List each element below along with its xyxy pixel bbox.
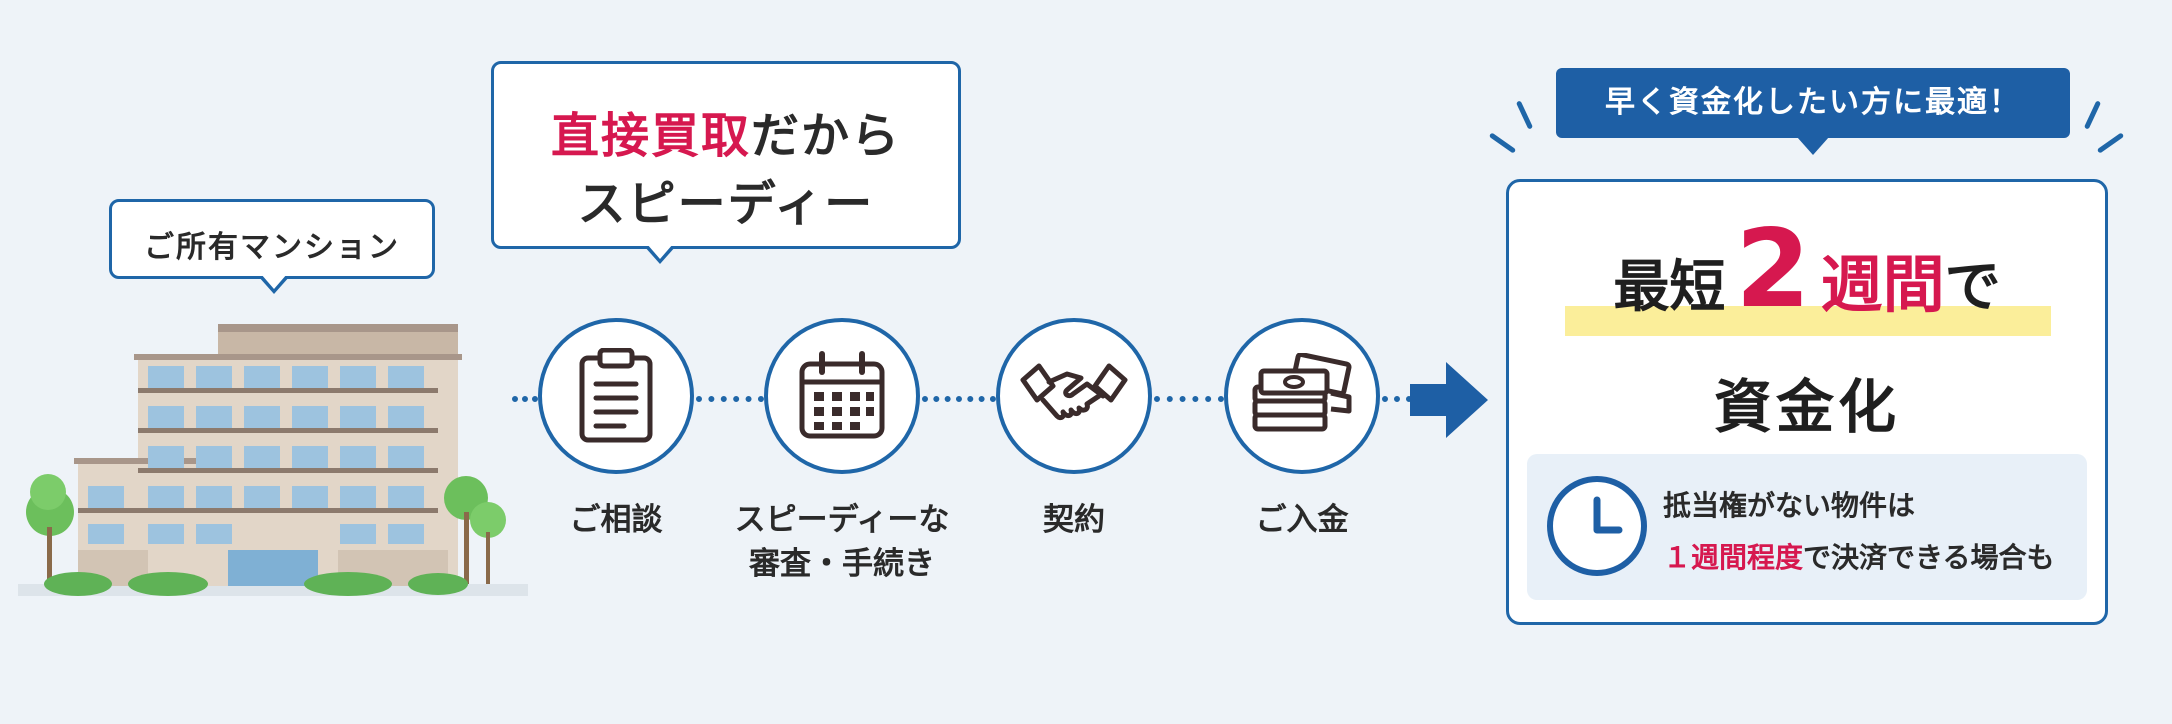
clipboard-icon — [579, 348, 653, 443]
clock-icon — [1545, 474, 1649, 582]
badge-pointer — [1797, 137, 1829, 155]
step-payment-label: ご入金 — [1182, 498, 1422, 542]
flow-dotted-line — [696, 396, 764, 402]
headline-unit: 週間 — [1820, 248, 1945, 321]
step-label-line: ご相談 — [569, 502, 663, 538]
step-consultation-label: ご相談 — [496, 498, 736, 542]
result-panel: 最短 2 週間 で 資金化 抵当権がない物件は １週間程度で決済できる場合も — [1506, 179, 2108, 625]
direct-purchase-rest: だから — [751, 108, 902, 164]
step-consultation — [538, 318, 694, 474]
step-screening-label: スピーディーな 審査・手続き — [722, 498, 962, 586]
right-arrow-icon — [1410, 362, 1488, 442]
best-for-quick-cash-badge: 早く資金化したい方に最適！ — [1556, 68, 2070, 138]
speedy-line: スピーディー — [577, 176, 875, 232]
flow-dotted-line — [512, 396, 538, 402]
step-label-line: 審査・手続き — [749, 546, 935, 582]
shortest-two-weeks-headline: 最短 2 週間 で — [1509, 207, 2105, 336]
apartment-building-illustration — [18, 322, 528, 604]
sparkle-mark — [1488, 132, 1517, 154]
headline-prefix: 最短 — [1613, 255, 1726, 320]
money-icon — [1252, 353, 1352, 432]
owned-mansion-label: ご所有マンション — [144, 230, 400, 265]
flow-dotted-line — [922, 396, 996, 402]
cash-conversion-label: 資金化 — [1713, 373, 1900, 441]
note-line1: 抵当権がない物件は — [1663, 489, 1916, 522]
handshake-icon — [1020, 363, 1128, 421]
flow-dotted-line — [1154, 396, 1224, 402]
calendar-icon — [799, 351, 885, 439]
step-label-line: ご入金 — [1255, 502, 1349, 538]
step-label-line: スピーディーな — [734, 502, 950, 538]
step-label-line: 契約 — [1043, 502, 1105, 538]
step-contract — [996, 318, 1152, 474]
direct-purchase-highlight: 直接買取 — [550, 108, 751, 164]
sparkle-mark — [2096, 132, 2125, 154]
note-rest: で決済できる場合も — [1803, 541, 2055, 574]
step-contract-label: 契約 — [954, 498, 1194, 542]
flow-dotted-line — [1382, 396, 1412, 402]
note-line2: １週間程度で決済できる場合も — [1663, 536, 2054, 576]
step-screening — [764, 318, 920, 474]
sparkle-mark — [2083, 100, 2102, 130]
direct-purchase-bubble: 直接買取だから スピーディー — [491, 61, 961, 264]
owned-mansion-bubble: ご所有マンション — [109, 199, 435, 294]
step-payment — [1224, 318, 1380, 474]
headline-suffix: で — [1944, 255, 2001, 320]
sparkle-mark — [1515, 100, 1534, 130]
direct-purchase-line1: 直接買取だから — [494, 96, 958, 166]
headline-highlight-marker — [1565, 306, 2051, 336]
note-highlight: １週間程度 — [1663, 541, 1804, 574]
headline-number: 2 — [1735, 207, 1811, 332]
mortgage-note-box: 抵当権がない物件は １週間程度で決済できる場合も — [1527, 454, 2087, 600]
